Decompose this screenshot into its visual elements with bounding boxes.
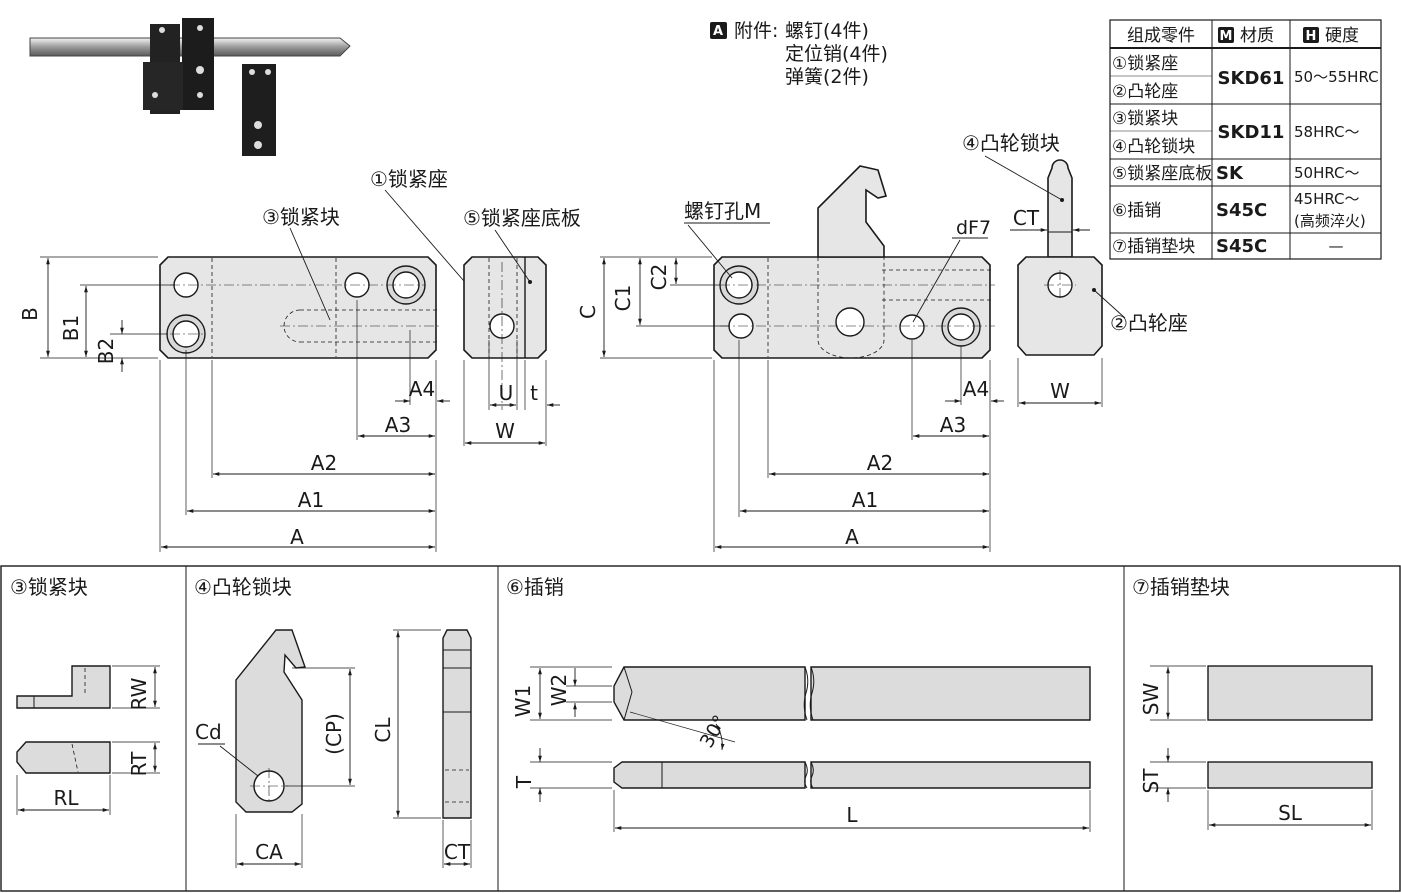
hardness-badge: H xyxy=(1306,29,1317,44)
dim-label-L: L xyxy=(846,803,858,827)
dim-label-A: A xyxy=(290,525,304,549)
dim-label-A3: A3 xyxy=(385,413,411,437)
table-cell-material: S45C xyxy=(1216,200,1267,221)
table-cell-part: ⑤锁紧座底板 xyxy=(1112,164,1212,184)
dim-label-B: B xyxy=(18,307,42,321)
dim-label-W: W xyxy=(1050,379,1070,403)
table-cell-hardness: 50HRC～ xyxy=(1294,164,1360,182)
dim-label-A3: A3 xyxy=(940,413,966,437)
accessory-item: 定位销(4件) xyxy=(785,43,888,65)
dim-label-CP: (CP) xyxy=(322,713,346,755)
dim-label-A4: A4 xyxy=(409,377,435,401)
cam-seat-side-view: W CT ④凸轮锁块 ②凸轮座 xyxy=(962,131,1188,407)
table-cell-material: SKD11 xyxy=(1218,122,1285,143)
table-cell-hardness: (高频淬火) xyxy=(1294,212,1366,230)
dim-label-A1: A1 xyxy=(298,488,324,512)
dim-label-RT: RT xyxy=(127,751,151,776)
dim-label-U: U xyxy=(499,381,514,405)
table-cell-part: ⑦插销垫块 xyxy=(1112,237,1195,257)
product-photo xyxy=(29,18,351,156)
dim-label-A: A xyxy=(845,525,859,549)
table-cell-part: ②凸轮座 xyxy=(1112,82,1178,102)
dim-label-W1: W1 xyxy=(511,685,535,718)
dim-label-T: T xyxy=(512,775,536,789)
dim-label-CT: CT xyxy=(1013,206,1040,230)
section-title: ④凸轮锁块 xyxy=(194,575,292,599)
dim-label-A2: A2 xyxy=(867,451,893,475)
material-table: 组成零件 M 材质 H 硬度 ①锁紧座 ②凸轮座 SKD61 50～55HRC … xyxy=(1109,19,1382,260)
dim-label-A4: A4 xyxy=(963,377,989,401)
dim-label-W2: W2 xyxy=(547,674,571,707)
table-cell-hardness: — xyxy=(1329,237,1344,255)
table-header-parts: 组成零件 xyxy=(1127,26,1195,46)
cam-seat-view: C C1 C2 A A1 A2 A3 A4 螺钉孔M dF7 xyxy=(576,165,1004,552)
callout-screw-hole: 螺钉孔M xyxy=(684,199,761,223)
dim-label-CA: CA xyxy=(255,840,283,864)
table-header-hardness: 硬度 xyxy=(1325,26,1359,46)
table-cell-material: S45C xyxy=(1216,236,1267,257)
dim-label-A1: A1 xyxy=(852,488,878,512)
dim-label-C: C xyxy=(576,305,600,319)
section-title: ⑥插销 xyxy=(506,575,564,599)
dim-label-C1: C1 xyxy=(611,285,635,312)
dim-label-RL: RL xyxy=(53,786,79,810)
dim-label-A2: A2 xyxy=(311,451,337,475)
dim-label-t: t xyxy=(530,381,538,405)
table-cell-part: ⑥插销 xyxy=(1112,201,1161,221)
table-cell-hardness: 58HRC～ xyxy=(1294,123,1360,141)
table-cell-material: SKD61 xyxy=(1218,68,1285,89)
accessories-note: A 附件: 螺钉(4件) 定位销(4件) 弹簧(2件) xyxy=(710,20,888,88)
table-cell-material: SK xyxy=(1216,163,1244,184)
lock-seat-view: B B1 B2 A A1 A2 A3 A4 ③锁紧块 ①锁紧座 xyxy=(18,167,471,552)
dim-label-RW: RW xyxy=(127,677,151,710)
dim-label-B2: B2 xyxy=(94,338,118,364)
dim-label-SW: SW xyxy=(1139,683,1163,716)
cam-lock-block-detail: ④凸轮锁块 Cd (CP) CA CL CT xyxy=(194,575,472,868)
section-title: ③锁紧块 xyxy=(10,575,88,599)
accessory-item: 螺钉(4件) xyxy=(785,20,869,42)
table-cell-hardness: 45HRC～ xyxy=(1294,190,1360,208)
table-header-material: 材质 xyxy=(1240,26,1274,46)
accessory-label: 附件: xyxy=(734,20,778,42)
dim-label-W: W xyxy=(495,419,515,443)
dim-label-CT: CT xyxy=(444,840,471,864)
lock-block-detail: ③锁紧块 RW RT RL xyxy=(10,575,160,815)
pin-pad-detail: ⑦插销垫块 SW ST SL xyxy=(1132,575,1373,830)
table-cell-part: ③锁紧块 xyxy=(1112,109,1178,129)
dim-label-C2: C2 xyxy=(647,264,671,291)
callout-lock-seat: ①锁紧座 xyxy=(370,167,448,191)
dim-label-SL: SL xyxy=(1278,801,1303,825)
callout-cam-seat: ②凸轮座 xyxy=(1110,311,1188,335)
callout-cam-lock-block: ④凸轮锁块 xyxy=(962,131,1060,155)
accessory-item: 弹簧(2件) xyxy=(785,66,869,88)
dim-label-CL: CL xyxy=(371,717,395,743)
callout-base-plate: ⑤锁紧座底板 xyxy=(463,206,581,230)
callout-lock-block: ③锁紧块 xyxy=(262,205,340,229)
dim-label-Cd: Cd xyxy=(195,720,222,744)
detail-frame xyxy=(0,565,1401,892)
base-plate-view: U t W ⑤锁紧座底板 xyxy=(463,206,581,446)
section-title: ⑦插销垫块 xyxy=(1132,575,1230,599)
pin-detail: ⑥插销 W1 W2 30° T L xyxy=(506,575,1091,832)
table-cell-part: ④凸轮锁块 xyxy=(1112,137,1195,157)
accessory-badge: A xyxy=(713,24,723,39)
dim-label-B1: B1 xyxy=(59,315,83,341)
dim-label-dF7: dF7 xyxy=(956,217,991,239)
material-badge: M xyxy=(1220,29,1233,44)
table-cell-hardness: 50～55HRC xyxy=(1294,68,1379,86)
table-cell-part: ①锁紧座 xyxy=(1112,54,1178,74)
dim-label-ST: ST xyxy=(1139,768,1163,794)
